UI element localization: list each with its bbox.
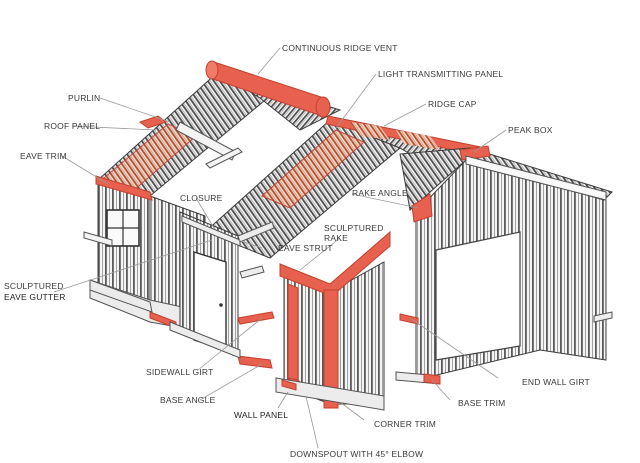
label-peak-box: PEAK BOX bbox=[508, 125, 553, 135]
label-ridge-cap: RIDGE CAP bbox=[428, 99, 477, 109]
light-transmitting-panel bbox=[261, 129, 365, 209]
label-sculptured-rake-2: RAKE bbox=[324, 233, 348, 243]
label-corner-trim: CORNER TRIM bbox=[374, 419, 437, 429]
endwall-opening bbox=[435, 231, 521, 361]
rake-angle bbox=[411, 193, 433, 223]
label-eave-trim: EAVE TRIM bbox=[20, 151, 67, 161]
label-sculptured-eave-1: SCULPTURED bbox=[4, 281, 64, 291]
label-base-angle: BASE ANGLE bbox=[160, 395, 216, 405]
label-light-transmitting-panel: LIGHT TRANSMITTING PANEL bbox=[378, 69, 504, 79]
label-closure: CLOSURE bbox=[180, 193, 223, 203]
base-angle bbox=[237, 355, 273, 369]
end-wall-girt bbox=[399, 313, 419, 325]
sidewall-girt bbox=[237, 311, 275, 325]
label-eave-strut: EAVE STRUT bbox=[278, 243, 333, 253]
label-purlin: PURLIN bbox=[68, 93, 101, 103]
label-wall-panel: WALL PANEL bbox=[234, 410, 289, 420]
label-base-trim: BASE TRIM bbox=[458, 398, 506, 408]
leader-lines bbox=[53, 47, 507, 449]
sculptured-rake bbox=[279, 230, 391, 297]
corner-trim bbox=[323, 289, 339, 409]
label-sidewall-girt: SIDEWALL GIRT bbox=[146, 367, 214, 377]
closure-strip bbox=[181, 215, 241, 247]
purlin-bar bbox=[138, 115, 168, 129]
eave-trim bbox=[95, 175, 153, 201]
downspout bbox=[287, 283, 299, 381]
label-sculptured-rake-1: SCULPTURED bbox=[324, 223, 384, 233]
eave-strut bbox=[237, 221, 275, 243]
label-sculptured-eave-2: EAVE GUTTER bbox=[4, 292, 66, 302]
sculptured-eave-gutter bbox=[89, 279, 153, 313]
label-rake-angle: RAKE ANGLE bbox=[352, 188, 408, 198]
label-continuous-ridge-vent: CONTINUOUS RIDGE VENT bbox=[282, 43, 398, 53]
label-end-wall-girt: END WALL GIRT bbox=[522, 377, 590, 387]
label-roof-panel: ROOF PANEL bbox=[44, 121, 101, 131]
label-downspout: DOWNSPOUT WITH 45° ELBOW bbox=[290, 449, 424, 459]
